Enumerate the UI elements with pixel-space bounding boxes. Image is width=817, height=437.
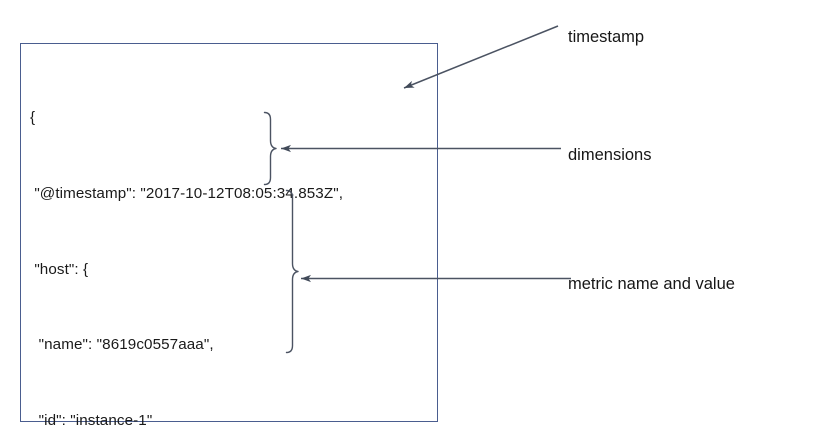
json-line-host-open: "host": { xyxy=(30,260,89,278)
json-document-text: { "@timestamp": "2017-10-12T08:05:34.853… xyxy=(30,55,430,437)
json-line-host-id: "id": "instance-1" xyxy=(30,411,153,429)
json-document-box xyxy=(20,43,438,422)
annotation-label-metric: metric name and value xyxy=(568,275,735,293)
json-line-timestamp: "@timestamp": "2017-10-12T08:05:34.853Z"… xyxy=(30,185,344,202)
annotation-label-dimensions: dimensions xyxy=(568,146,652,164)
json-line: { xyxy=(30,109,36,127)
json-line-host-name: "name": "8619c0557aaa", xyxy=(30,336,214,354)
annotation-label-timestamp: timestamp xyxy=(568,28,645,46)
